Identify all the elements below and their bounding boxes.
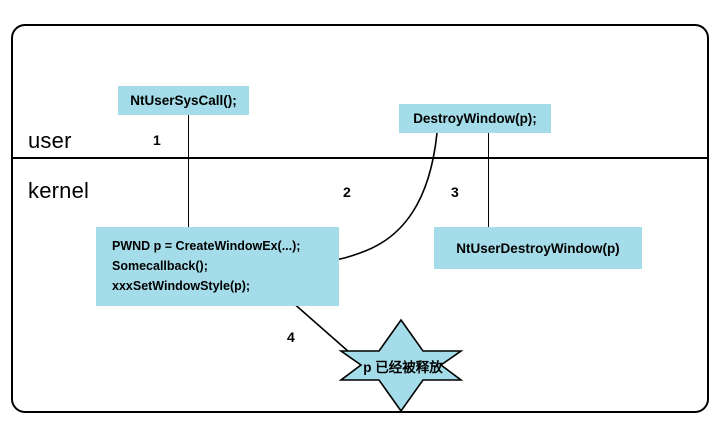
six-pointed-star-icon — [338, 318, 464, 413]
box-ntusersyscall[interactable]: NtUserSysCall(); — [118, 86, 249, 115]
user-zone-label: user — [28, 128, 72, 153]
step-number-3: 3 — [451, 184, 459, 200]
code-line-somecallback: Somecallback(); — [112, 258, 208, 273]
step-number-4: 4 — [287, 329, 295, 345]
kernel-zone-label: kernel — [28, 178, 90, 203]
step-number-2: 2 — [343, 184, 351, 200]
connector-destroywindow-to-ntuserdestroywindow — [488, 133, 489, 227]
code-line-createwindowex: PWND p = CreateWindowEx(...); — [112, 239, 301, 253]
diagram-frame — [11, 24, 709, 413]
star-callout[interactable]: p 已经被释放 — [335, 318, 467, 413]
star-callout-text: p 已经被释放 — [363, 359, 443, 375]
box-ntuserdestroywindow[interactable]: NtUserDestroyWindow(p) — [434, 227, 642, 269]
box-destroywindow[interactable]: DestroyWindow(p); — [399, 104, 551, 133]
step-number-1: 1 — [153, 132, 161, 148]
code-line-xxxsetwindowstyle: xxxSetWindowStyle(p); — [112, 278, 251, 293]
user-kernel-divider — [12, 157, 709, 159]
connector-syscall-to-code — [188, 115, 189, 227]
box-kernel-code[interactable]: PWND p = CreateWindowEx(...); Somecallba… — [96, 227, 339, 306]
